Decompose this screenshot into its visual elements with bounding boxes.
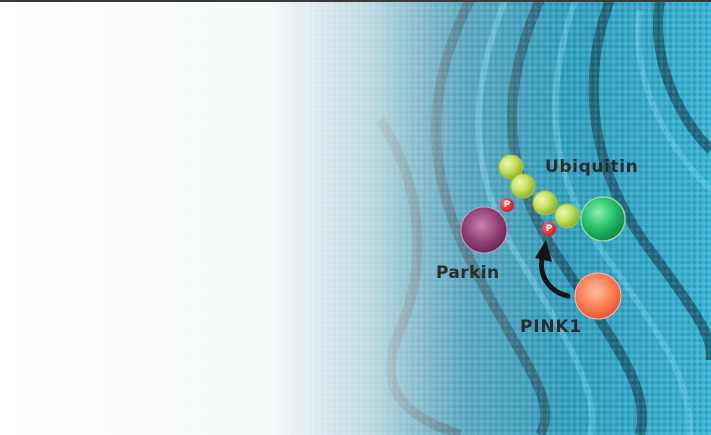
- ubiquitin-label: Ubiquitin: [545, 157, 639, 177]
- phosphorylation-arrow: [535, 240, 571, 299]
- phosphate-badge: P: [542, 222, 556, 236]
- ubiquitin-bead: [510, 173, 536, 199]
- substrate-protein: [580, 196, 626, 242]
- parkin-protein: [460, 206, 508, 254]
- pink1-protein: [574, 272, 622, 320]
- ubiquitin-chain: [498, 154, 580, 229]
- pink1-label: PINK1: [520, 317, 583, 337]
- parkin-label: Parkin: [436, 263, 500, 283]
- ubiquitin-bead: [554, 203, 580, 229]
- ubiquitin-bead: [498, 154, 524, 180]
- phosphate-badge: P: [500, 198, 514, 212]
- ubiquitin-bead: [532, 190, 558, 216]
